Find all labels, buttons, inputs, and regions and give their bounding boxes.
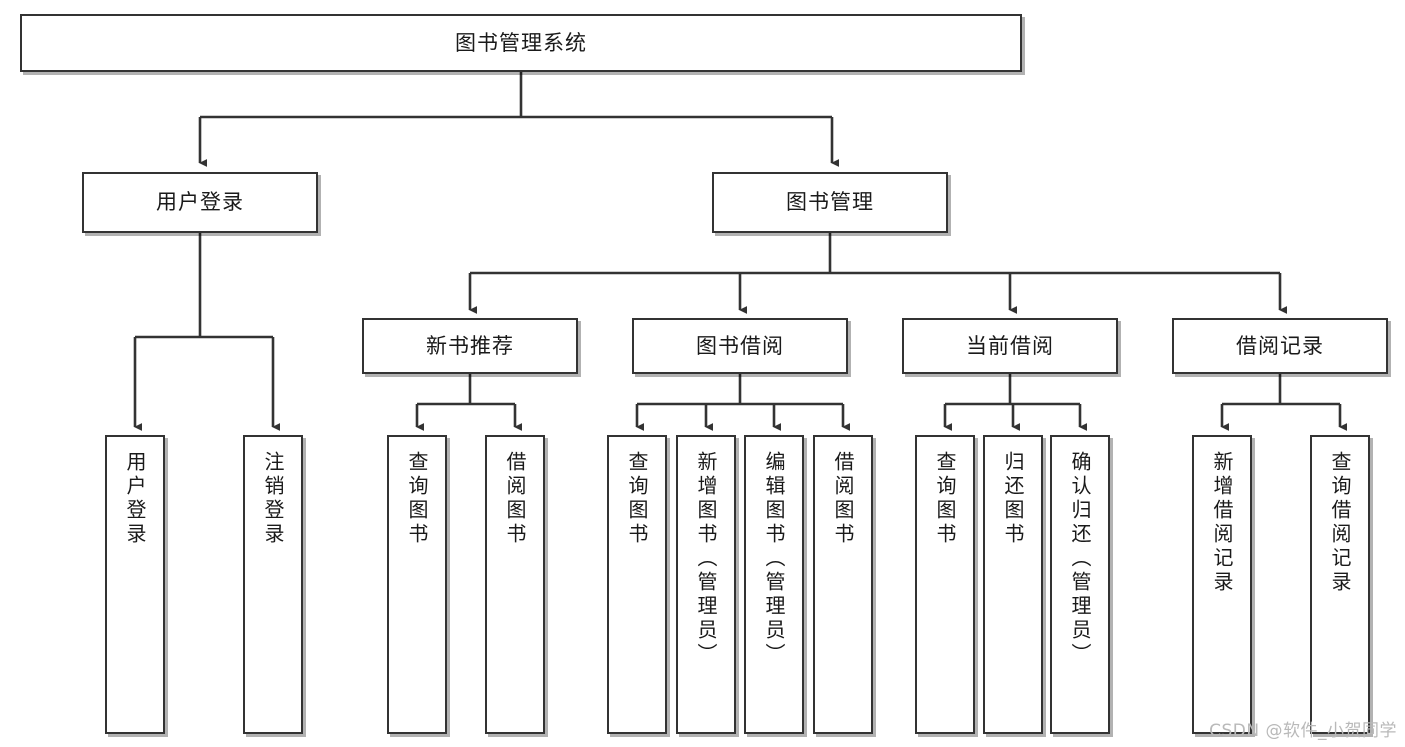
node-book-borrow[interactable]: 图书借阅 bbox=[632, 318, 848, 374]
node-current-borrow-label: 当前借阅 bbox=[966, 333, 1054, 358]
node-leaf-confirm-return[interactable]: 确认归还（管理员） bbox=[1050, 435, 1110, 734]
node-user-login-label: 用户登录 bbox=[156, 190, 244, 215]
node-leaf-borrow-book-1-label: 借阅图书 bbox=[503, 451, 527, 547]
node-leaf-add-record[interactable]: 新增借阅记录 bbox=[1192, 435, 1252, 734]
node-leaf-query-book-1-label: 查询图书 bbox=[405, 451, 429, 547]
node-leaf-query-record[interactable]: 查询借阅记录 bbox=[1310, 435, 1370, 734]
node-leaf-user-login[interactable]: 用户登录 bbox=[105, 435, 165, 734]
node-leaf-query-book-2-label: 查询图书 bbox=[625, 451, 649, 547]
csdn-watermark: CSDN @软件_小贺同学 bbox=[1209, 721, 1397, 741]
node-root[interactable]: 图书管理系统 bbox=[20, 14, 1022, 72]
node-borrow-record-label: 借阅记录 bbox=[1236, 333, 1324, 358]
node-book-borrow-label: 图书借阅 bbox=[696, 333, 784, 358]
node-leaf-add-record-label: 新增借阅记录 bbox=[1210, 451, 1234, 595]
node-leaf-user-logout-label: 注销登录 bbox=[261, 451, 285, 547]
node-leaf-return-book[interactable]: 归还图书 bbox=[983, 435, 1043, 734]
node-book-manage[interactable]: 图书管理 bbox=[712, 172, 948, 233]
node-leaf-query-book-3-label: 查询图书 bbox=[933, 451, 957, 547]
node-leaf-borrow-book-1[interactable]: 借阅图书 bbox=[485, 435, 545, 734]
node-leaf-borrow-book-2[interactable]: 借阅图书 bbox=[813, 435, 873, 734]
node-leaf-borrow-book-2-label: 借阅图书 bbox=[831, 451, 855, 547]
node-leaf-query-book-3[interactable]: 查询图书 bbox=[915, 435, 975, 734]
node-leaf-confirm-return-label: 确认归还（管理员） bbox=[1068, 451, 1092, 667]
node-leaf-user-login-label: 用户登录 bbox=[123, 451, 147, 547]
node-leaf-user-logout[interactable]: 注销登录 bbox=[243, 435, 303, 734]
node-leaf-edit-book[interactable]: 编辑图书（管理员） bbox=[744, 435, 804, 734]
node-leaf-return-book-label: 归还图书 bbox=[1001, 451, 1025, 547]
node-leaf-query-record-label: 查询借阅记录 bbox=[1328, 451, 1352, 595]
node-leaf-add-book-label: 新增图书（管理员） bbox=[694, 451, 718, 667]
node-user-login[interactable]: 用户登录 bbox=[82, 172, 318, 233]
node-new-book-recommend[interactable]: 新书推荐 bbox=[362, 318, 578, 374]
node-borrow-record[interactable]: 借阅记录 bbox=[1172, 318, 1388, 374]
node-new-book-recommend-label: 新书推荐 bbox=[426, 333, 514, 358]
node-leaf-query-book-1[interactable]: 查询图书 bbox=[387, 435, 447, 734]
node-book-manage-label: 图书管理 bbox=[786, 190, 874, 215]
node-leaf-query-book-2[interactable]: 查询图书 bbox=[607, 435, 667, 734]
node-leaf-add-book[interactable]: 新增图书（管理员） bbox=[676, 435, 736, 734]
node-root-label: 图书管理系统 bbox=[455, 30, 587, 55]
node-leaf-edit-book-label: 编辑图书（管理员） bbox=[762, 451, 786, 667]
node-current-borrow[interactable]: 当前借阅 bbox=[902, 318, 1118, 374]
